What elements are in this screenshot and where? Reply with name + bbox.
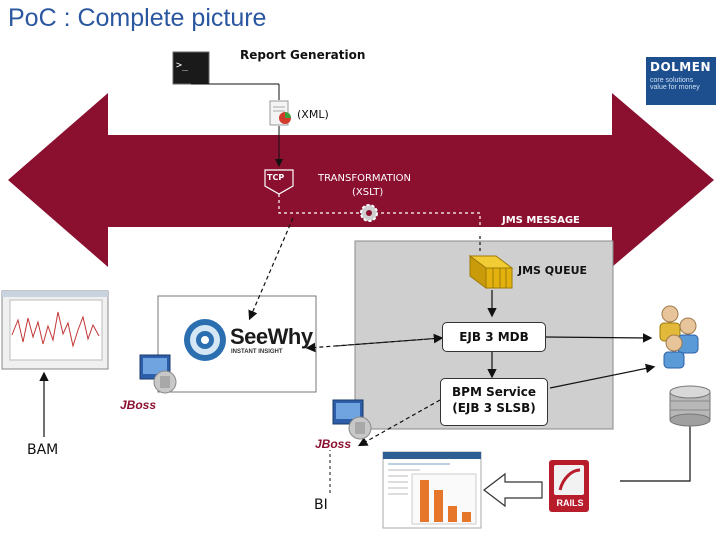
dolmen-logo: DOLMEN core solutions value for money [646, 57, 716, 105]
seewhy-panel [157, 295, 317, 393]
seewhy-tagline: INSTANT INSIGHT [231, 349, 283, 355]
database-icon [669, 385, 711, 427]
dolmen-logo-tagline-1: core solutions [650, 77, 694, 84]
ejb-mdb-label: EJB 3 MDB [459, 330, 529, 344]
rails-to-bi-arrow [483, 472, 543, 508]
jms-message-label: JMS MESSAGE [502, 215, 580, 226]
terminal-icon: >_ [172, 51, 210, 85]
rails-logo-label: RAILS [556, 498, 584, 508]
dolmen-logo-tagline-2: value for money [650, 84, 700, 91]
bam-dashboard-thumbnail [1, 290, 109, 370]
bi-report-thumbnail [382, 451, 482, 529]
jms-queue-icon [468, 255, 514, 289]
rails-logo-icon [549, 460, 589, 512]
report-generation-label: Report Generation [240, 48, 366, 62]
xslt-label: (XSLT) [352, 187, 384, 198]
gear-icon [360, 204, 378, 222]
tcp-label: TCP [267, 173, 285, 182]
jboss-logo-label-2: JBoss [315, 437, 352, 451]
xml-label: (XML) [297, 108, 329, 121]
transformation-label: TRANSFORMATION [318, 173, 411, 184]
seewhy-logo-icon [184, 319, 226, 361]
bam-label: BAM [27, 442, 59, 458]
tcp-box [264, 169, 294, 195]
jboss-server-icon [139, 354, 177, 394]
bus-arrow-band [8, 93, 714, 267]
jboss-logo-label: JBoss [120, 398, 157, 412]
bpm-service-label: BPM Service [452, 385, 536, 399]
bpm-service-box: BPM Service (EJB 3 SLSB) [440, 378, 548, 426]
jboss-server-icon-2 [332, 399, 372, 440]
jms-queue-label: JMS QUEUE [518, 264, 588, 277]
xml-file-icon [269, 100, 291, 126]
bpm-ejb-label: (EJB 3 SLSB) [452, 401, 536, 415]
dolmen-logo-name: DOLMEN [650, 60, 711, 74]
users-icon [659, 305, 699, 369]
seewhy-wordmark: SeeWhy [230, 324, 313, 349]
bi-label: BI [314, 497, 328, 513]
page-title: PoC : Complete picture [8, 4, 267, 32]
ejb-mdb-box: EJB 3 MDB [442, 322, 546, 352]
svg-text:>_: >_ [176, 60, 189, 71]
